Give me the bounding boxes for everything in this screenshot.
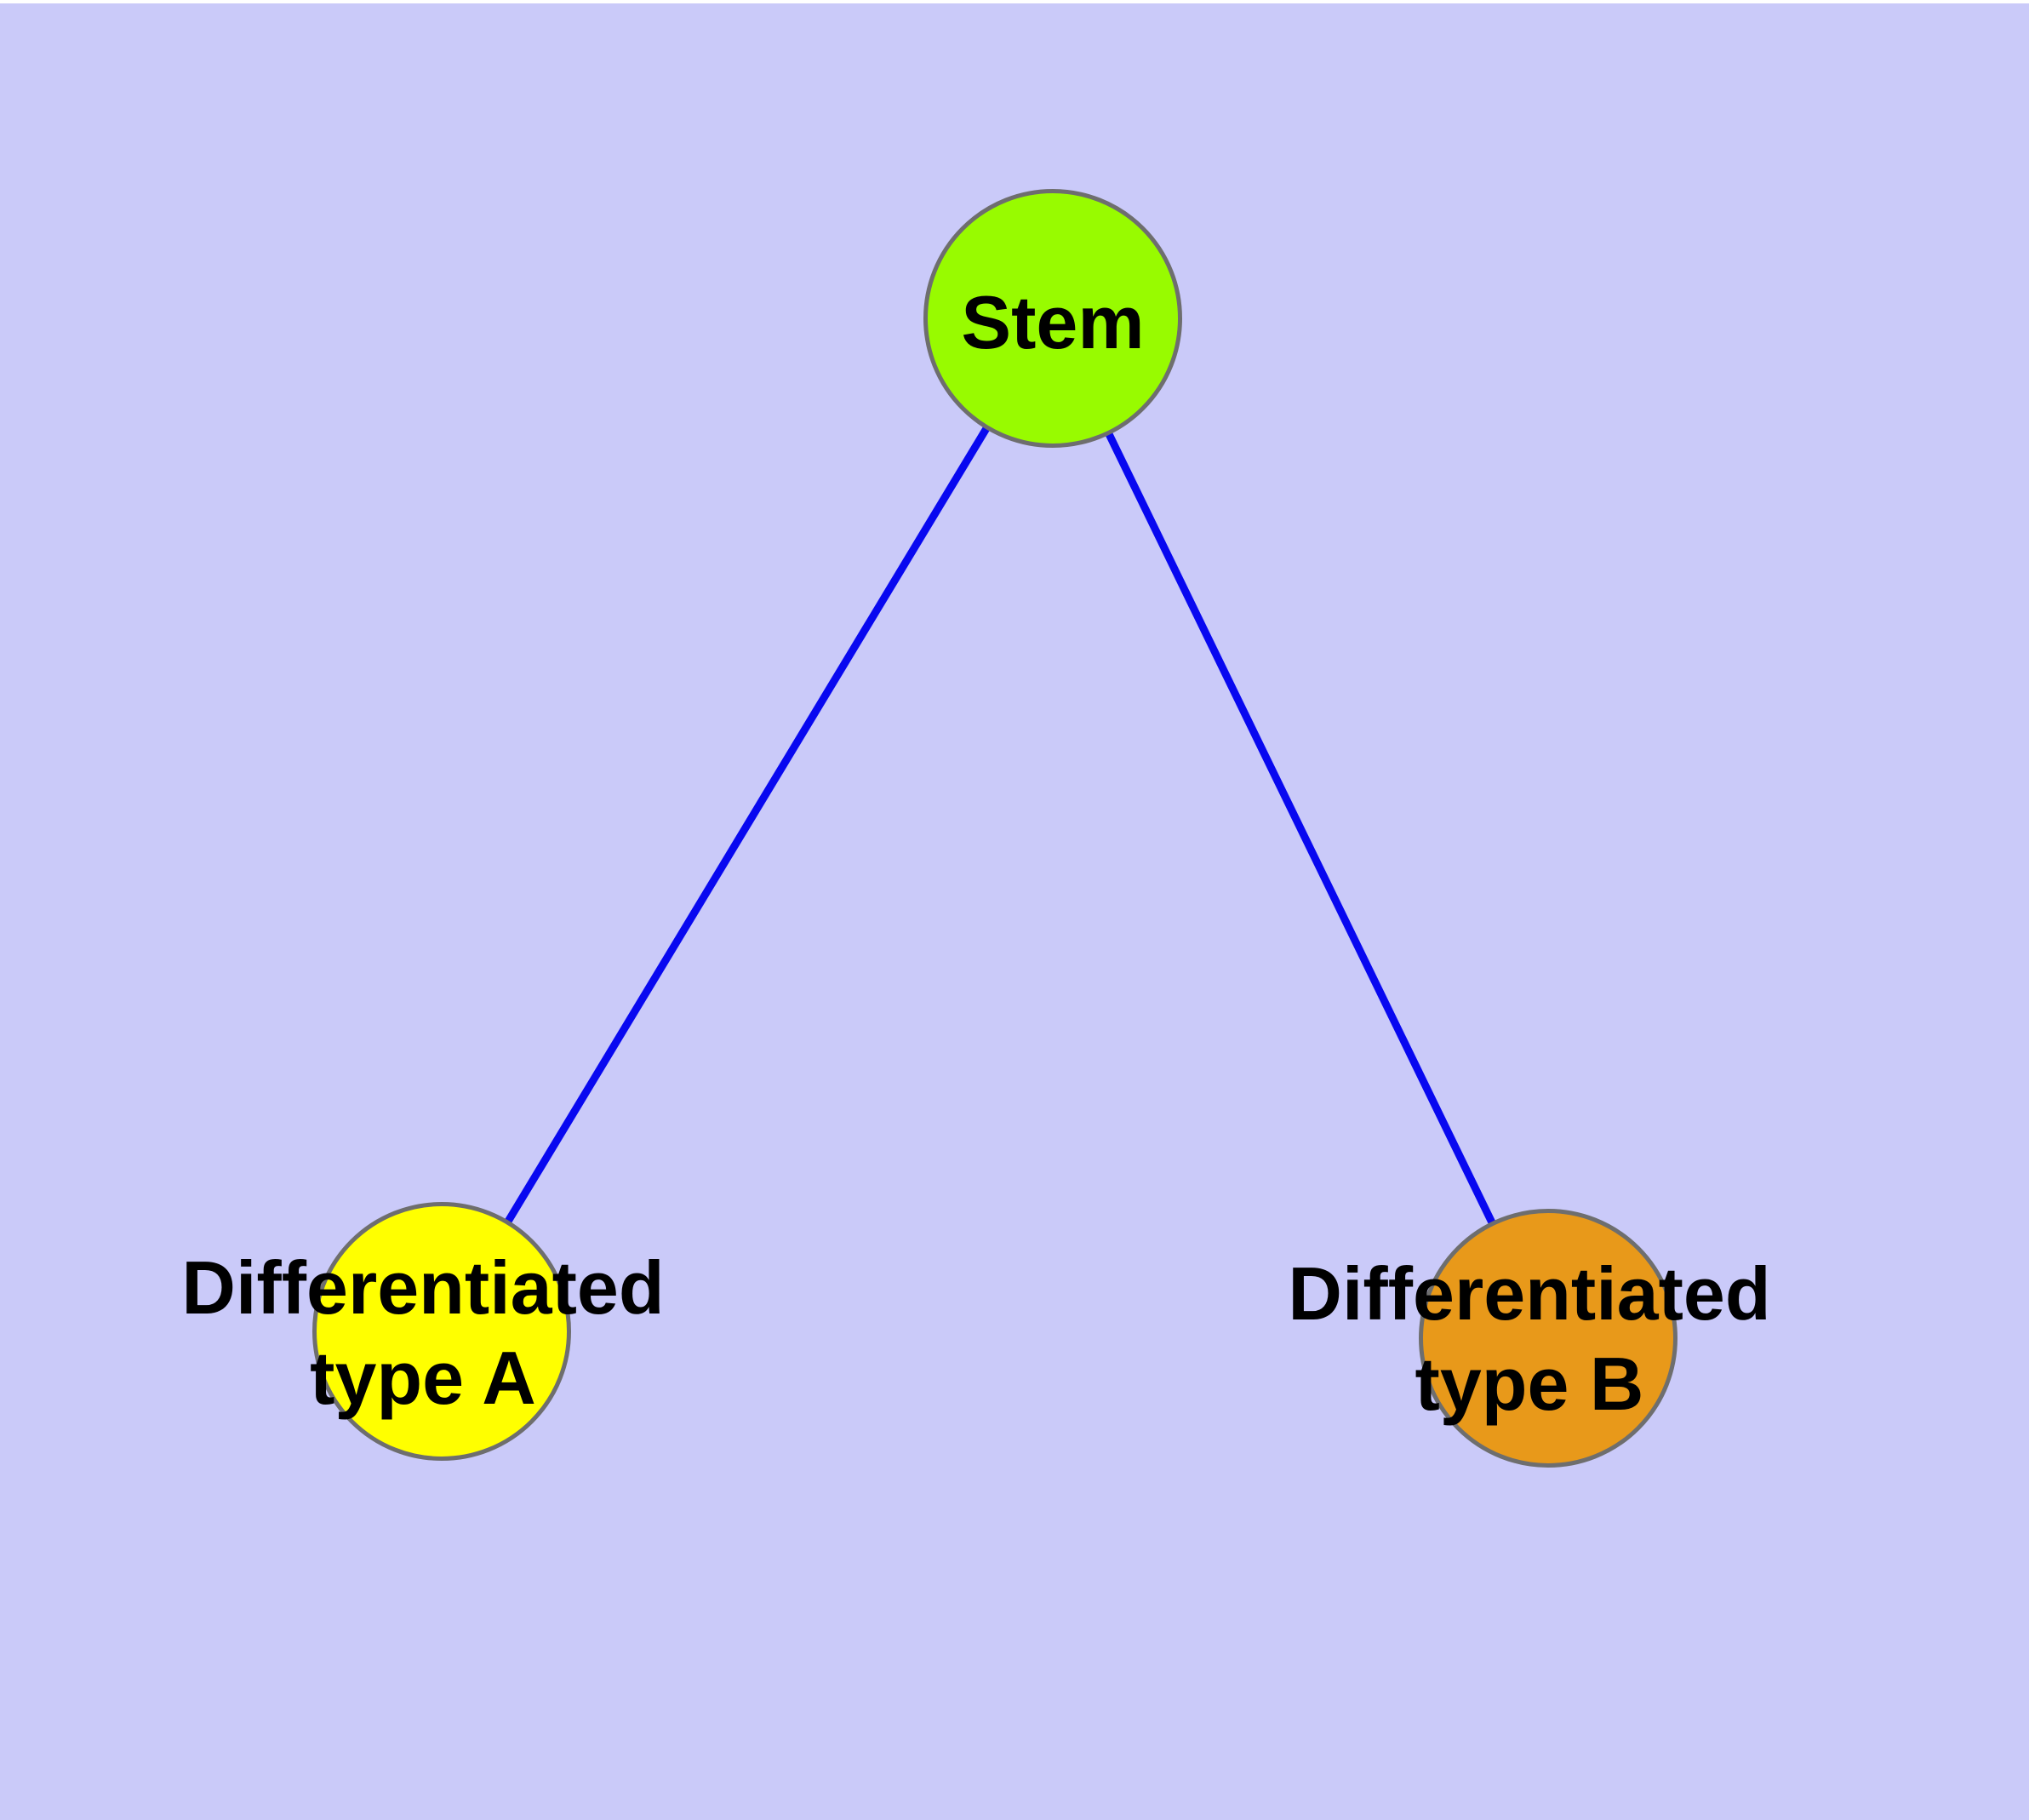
node-differentiated-type-b-label: Differentiated type B	[1288, 1249, 1770, 1429]
node-differentiated-type-b-label-line1: Differentiated	[1288, 1251, 1771, 1336]
node-differentiated-type-a-label: Differentiated type A	[181, 1243, 664, 1423]
node-differentiated-type-b	[1419, 1209, 1677, 1468]
node-stem-label-line1: Stem	[961, 280, 1145, 364]
node-differentiated-type-a-label-line1: Differentiated	[181, 1245, 665, 1330]
edge-stem-to-differentiated-type-a	[438, 316, 1056, 1334]
node-stem-label: Stem	[961, 278, 1144, 368]
node-differentiated-type-a-label-line2: type A	[310, 1336, 536, 1420]
edge-stem-to-differentiated-type-b	[1049, 317, 1552, 1340]
node-differentiated-type-b-label-line2: type B	[1415, 1342, 1644, 1426]
node-stem	[923, 189, 1182, 448]
node-differentiated-type-a	[312, 1202, 571, 1461]
